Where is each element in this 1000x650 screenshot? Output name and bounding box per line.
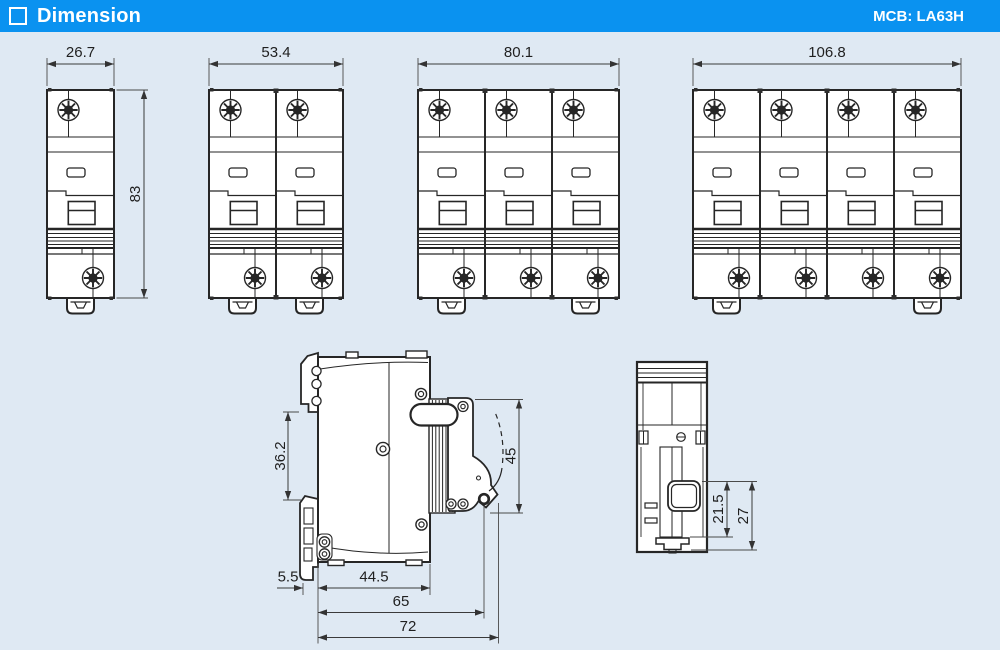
section-square-icon bbox=[9, 7, 27, 25]
breaker-body-side bbox=[317, 356, 431, 563]
front-view-4pole: 106.8 bbox=[693, 44, 961, 315]
breaker-pole bbox=[209, 90, 276, 298]
dim-label-rail-window: 36.2 bbox=[272, 441, 289, 470]
breaker-pole bbox=[760, 90, 827, 298]
mounting-foot bbox=[655, 537, 690, 551]
dim-label-recess: 21.5 bbox=[710, 494, 727, 523]
dim-label-recess-overall: 27 bbox=[735, 508, 752, 525]
din-clip-tab bbox=[295, 297, 324, 315]
breaker-pole bbox=[894, 90, 961, 298]
escutcheon-plate bbox=[447, 397, 499, 512]
breaker-pole bbox=[418, 90, 485, 298]
dim-label-height: 83 bbox=[127, 186, 144, 203]
handle-swing-arc bbox=[493, 410, 504, 464]
handle-lock-eye bbox=[477, 492, 491, 506]
dim-label-width-3pole: 80.1 bbox=[504, 44, 533, 61]
dim-label-depth-to-handle: 65 bbox=[393, 593, 410, 610]
breaker-pole bbox=[276, 90, 343, 298]
breaker-pole bbox=[827, 90, 894, 298]
breaker-pole bbox=[552, 90, 619, 298]
dim-label-width-4pole: 106.8 bbox=[808, 44, 846, 61]
product-model-label: MCB: LA63H bbox=[873, 7, 964, 25]
breaker-pole bbox=[485, 90, 552, 298]
page-title: Dimension bbox=[37, 5, 142, 27]
din-slide-clip bbox=[299, 494, 319, 581]
din-clip-tab bbox=[913, 297, 942, 315]
din-clip-tab bbox=[66, 297, 95, 315]
side-view: 36.2 45 5.5 44.5 65 72 bbox=[272, 350, 523, 644]
front-view-2pole: 53.4 bbox=[209, 44, 343, 315]
din-clip-tab bbox=[228, 297, 257, 315]
dim-label-width-1pole: 26.7 bbox=[66, 44, 95, 61]
din-clip-tab bbox=[437, 297, 466, 315]
dim-label-width-2pole: 53.4 bbox=[261, 44, 290, 61]
din-clip-tab bbox=[571, 297, 600, 315]
back-view: 21.5 27 bbox=[635, 360, 757, 554]
dim-label-front-height: 45 bbox=[503, 448, 520, 465]
front-view-3pole: 80.1 bbox=[418, 44, 619, 315]
front-view-1pole: 26.7 83 bbox=[47, 44, 148, 315]
dim-label-body-depth: 44.5 bbox=[359, 569, 388, 586]
din-clip-tab bbox=[712, 297, 741, 315]
dim-label-clip-offset: 5.5 bbox=[278, 569, 299, 586]
header-bar: Dimension MCB: LA63H bbox=[0, 0, 1000, 32]
toggle-handle-side bbox=[409, 402, 459, 427]
busbar-recess bbox=[667, 480, 701, 512]
dim-label-overall-depth: 72 bbox=[400, 618, 417, 635]
breaker-pole bbox=[693, 90, 760, 298]
breaker-pole bbox=[47, 90, 114, 298]
